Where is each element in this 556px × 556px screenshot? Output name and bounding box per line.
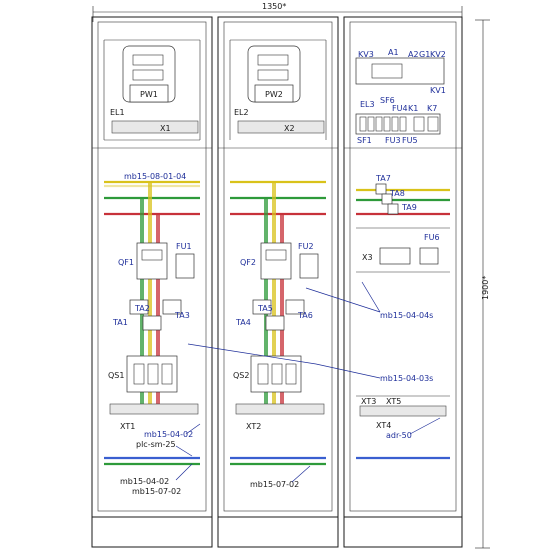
label-g1: G1 <box>419 50 430 59</box>
label-ta5: TA5 <box>257 304 273 313</box>
label-fu2: FU2 <box>298 242 314 251</box>
label-qf1: QF1 <box>118 258 134 267</box>
label-kv1: KV1 <box>430 86 446 95</box>
height-label: 1900* <box>481 276 490 300</box>
fuse-fu1: FU1 <box>175 242 195 279</box>
label-adr: adr-50 <box>386 431 412 440</box>
label-pw2: PW2 <box>265 90 283 99</box>
label-a2: A2 <box>408 50 419 59</box>
label-el3: EL3 <box>360 100 375 109</box>
label-el2: EL2 <box>234 108 249 117</box>
label-a1: A1 <box>388 48 399 57</box>
label-rail-top-1: mb15-08-01-04 <box>124 172 186 181</box>
label-x1: X1 <box>160 124 171 133</box>
callout-c2: mb15-04-03s <box>380 374 433 383</box>
label-ta9: TA9 <box>401 203 417 212</box>
meter-pw1: PW1 <box>122 45 176 103</box>
label-xt4: XT4 <box>376 421 391 430</box>
label-xt5: XT5 <box>386 397 401 406</box>
meter-pw2: PW2 <box>247 45 301 103</box>
switch-qs2: QS2 <box>233 355 302 393</box>
label-xt1: XT1 <box>120 422 135 431</box>
label-ta7: TA7 <box>375 174 391 183</box>
label-fu5: FU5 <box>402 136 418 145</box>
switch-qs1: QS1 <box>108 355 178 393</box>
label-xt2: XT2 <box>246 422 261 431</box>
breaker-qf1: QF1 <box>118 242 168 280</box>
label-bottom-2: mb15-07-02 <box>250 480 299 489</box>
label-kv3: KV3 <box>358 50 374 59</box>
label-x3: X3 <box>362 253 373 262</box>
label-ta8: TA8 <box>389 189 405 198</box>
cabinet-2: PW2 EL2 X2 QF2 FU2 TA4 TA5 TA6 <box>217 16 339 548</box>
label-plc-1: plc-sm-25 <box>136 440 176 449</box>
label-kv2: KV2 <box>430 50 446 59</box>
label-ta6: TA6 <box>297 311 313 320</box>
cabinet-1: PW1 EL1 X1 mb15-08-01-04 QF1 FU1 TA1 TA2 <box>91 16 213 548</box>
height-dimension: 1900* <box>475 19 490 549</box>
label-qs2: QS2 <box>233 371 249 380</box>
width-label: 1350* <box>262 2 286 11</box>
label-ta2: TA2 <box>134 304 150 313</box>
label-el1: EL1 <box>110 108 125 117</box>
breaker-qf2: QF2 <box>240 242 292 280</box>
label-fu3: FU3 <box>385 136 401 145</box>
label-ta3: TA3 <box>174 311 190 320</box>
label-bottom-b-1: mb15-07-02 <box>132 487 181 496</box>
callouts: mb15-04-04s mb15-04-03s <box>187 281 433 383</box>
fuse-fu2: FU2 <box>298 242 319 279</box>
label-x2: X2 <box>284 124 295 133</box>
width-dimension: 1350* <box>92 2 463 22</box>
label-fu6: FU6 <box>424 233 440 242</box>
callout-c1: mb15-04-04s <box>380 311 433 320</box>
label-fu1: FU1 <box>176 242 192 251</box>
label-sf1: SF1 <box>357 136 372 145</box>
cabinet-3: KV3 A1 A2 G1 KV2 KV1 EL3 SF6 FU4 K1 K7 S… <box>343 16 463 548</box>
label-k7: K7 <box>427 104 437 113</box>
label-xt3: XT3 <box>361 397 376 406</box>
label-qf2: QF2 <box>240 258 256 267</box>
label-k1: K1 <box>408 104 418 113</box>
label-ta4: TA4 <box>235 318 251 327</box>
label-rail-a-1: mb15-04-02 <box>144 430 193 439</box>
label-ta1: TA1 <box>112 318 128 327</box>
label-bottom-a-1: mb15-04-02 <box>120 477 169 486</box>
label-qs1: QS1 <box>108 371 124 380</box>
label-sf6: SF6 <box>380 96 395 105</box>
label-pw1: PW1 <box>140 90 158 99</box>
label-fu4: FU4 <box>392 104 408 113</box>
